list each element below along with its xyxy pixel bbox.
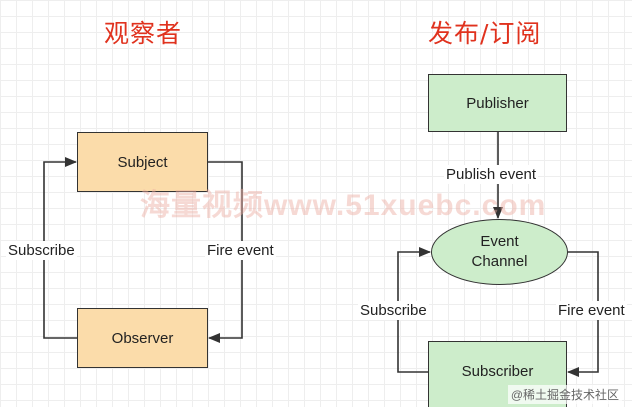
subscribe-label: Subscribe [6,241,77,260]
pubsub-pattern-title: 发布/订阅 [428,19,542,48]
subject-box: Subject [77,132,208,192]
pubsub-fire-event-label: Fire event [556,301,627,320]
publisher-label: Publisher [466,94,529,112]
publisher-box: Publisher [428,74,567,132]
publish-event-label: Publish event [444,165,539,184]
pubsub-subscribe-label: Subscribe [358,301,429,320]
event-channel-ellipse: Event Channel [431,219,568,285]
observer-box: Observer [77,308,208,368]
subject-label: Subject [117,153,168,171]
observer-pattern-title: 观察者 [104,19,183,48]
credit-text: @稀土掘金技术社区 [507,385,622,404]
fire-event-label: Fire event [205,241,276,260]
event-channel-line1: Event [480,233,519,250]
subscriber-label: Subscriber [461,363,534,380]
event-channel-line2: Channel [471,253,528,270]
observer-label: Observer [111,329,174,347]
